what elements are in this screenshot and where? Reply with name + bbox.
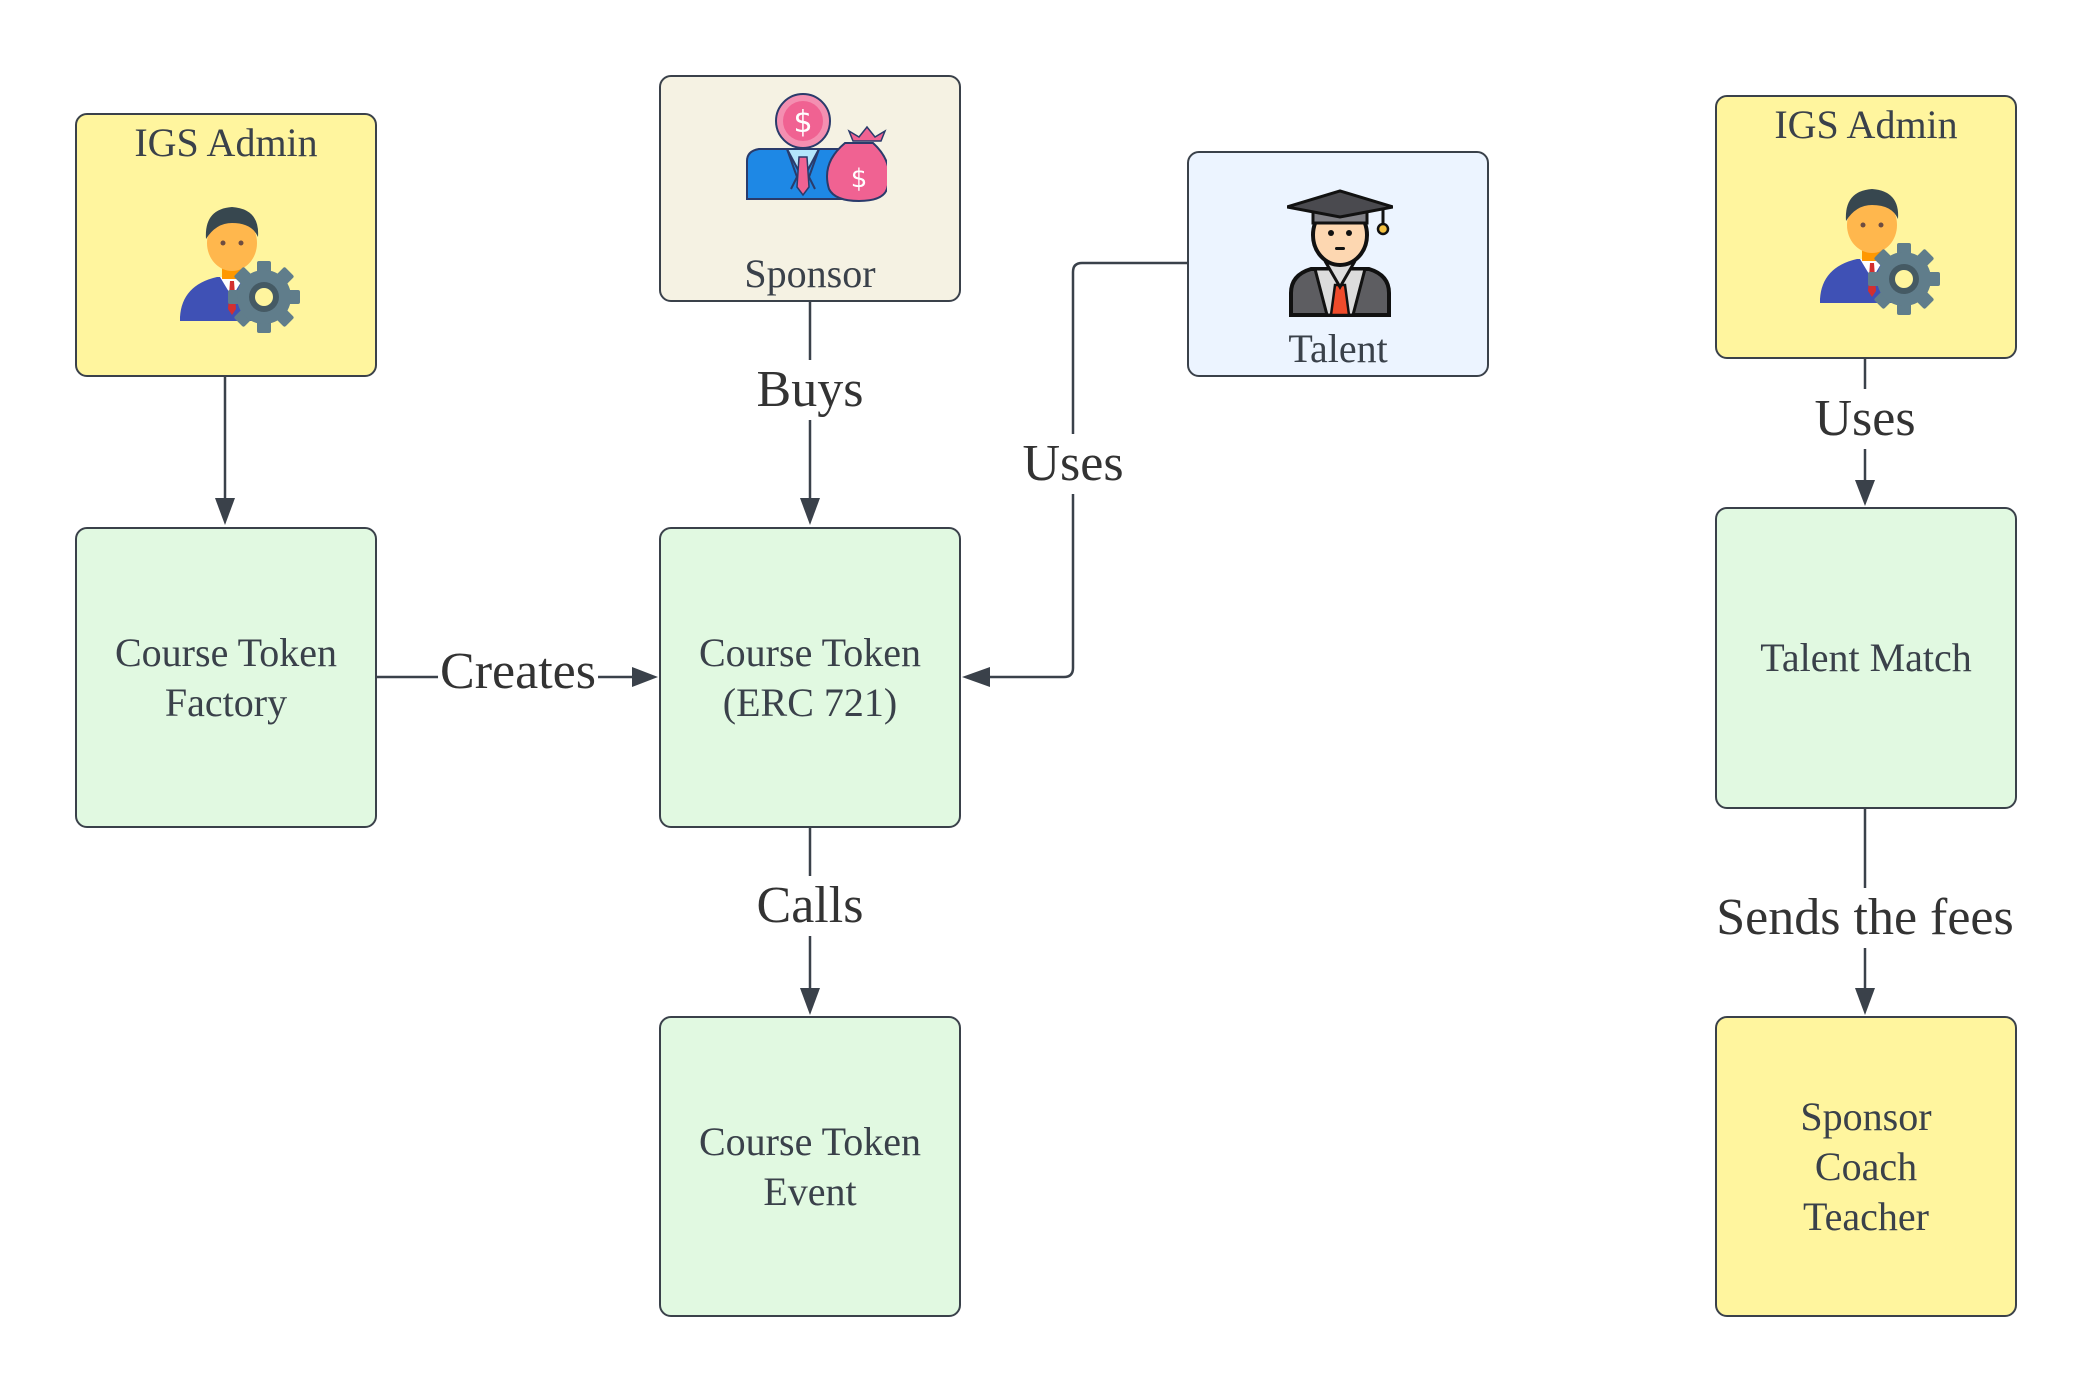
node-fee-recipients[interactable]: Sponsor Coach Teacher bbox=[1715, 1016, 2017, 1317]
arrowhead bbox=[1855, 480, 1875, 506]
arrowhead bbox=[962, 667, 990, 687]
admin-gear-icon bbox=[1820, 189, 1940, 315]
node-sponsor[interactable]: $ $ Sponsor bbox=[659, 75, 961, 302]
node-title: Sponsor bbox=[744, 251, 876, 296]
edge-label-buys: Buys bbox=[754, 360, 866, 420]
svg-text:$: $ bbox=[851, 164, 868, 194]
admin-gear-icon bbox=[180, 207, 300, 333]
node-label: Course Token Event bbox=[699, 1118, 921, 1214]
node-course-token-factory[interactable]: Course Token Factory bbox=[75, 527, 377, 828]
node-label: Talent Match bbox=[1760, 635, 1972, 680]
arrowhead bbox=[800, 498, 820, 525]
node-title: Talent bbox=[1288, 326, 1388, 371]
node-igs-admin-right[interactable]: IGS Admin bbox=[1715, 95, 2017, 359]
edge-label-sends-fees: Sends the fees bbox=[1714, 888, 2016, 948]
edge-label-uses-admin: Uses bbox=[1812, 389, 1918, 449]
node-title: IGS Admin bbox=[1774, 102, 1958, 147]
node-course-token-erc721[interactable]: Course Token (ERC 721) bbox=[659, 527, 961, 828]
node-title: IGS Admin bbox=[134, 120, 318, 165]
node-igs-admin-left[interactable]: IGS Admin bbox=[75, 113, 377, 377]
edge-label-uses-talent: Uses bbox=[1020, 434, 1126, 494]
node-label: Course Token (ERC 721) bbox=[699, 629, 921, 725]
node-talent-match[interactable]: Talent Match bbox=[1715, 507, 2017, 809]
sponsor-money-icon: $ $ bbox=[746, 93, 887, 203]
edge-label-creates: Creates bbox=[438, 642, 598, 702]
arrowhead bbox=[1855, 988, 1875, 1015]
node-label: Course Token Factory bbox=[115, 629, 337, 725]
node-talent[interactable]: Talent bbox=[1187, 151, 1489, 377]
edge-label-calls: Calls bbox=[754, 876, 866, 936]
node-course-token-event[interactable]: Course Token Event bbox=[659, 1016, 961, 1317]
graduate-icon bbox=[1287, 189, 1393, 317]
svg-text:$: $ bbox=[793, 105, 812, 140]
node-label: Sponsor Coach Teacher bbox=[1800, 1093, 1932, 1239]
arrowhead bbox=[215, 498, 235, 525]
arrowhead bbox=[632, 667, 658, 687]
arrowhead bbox=[800, 988, 820, 1015]
